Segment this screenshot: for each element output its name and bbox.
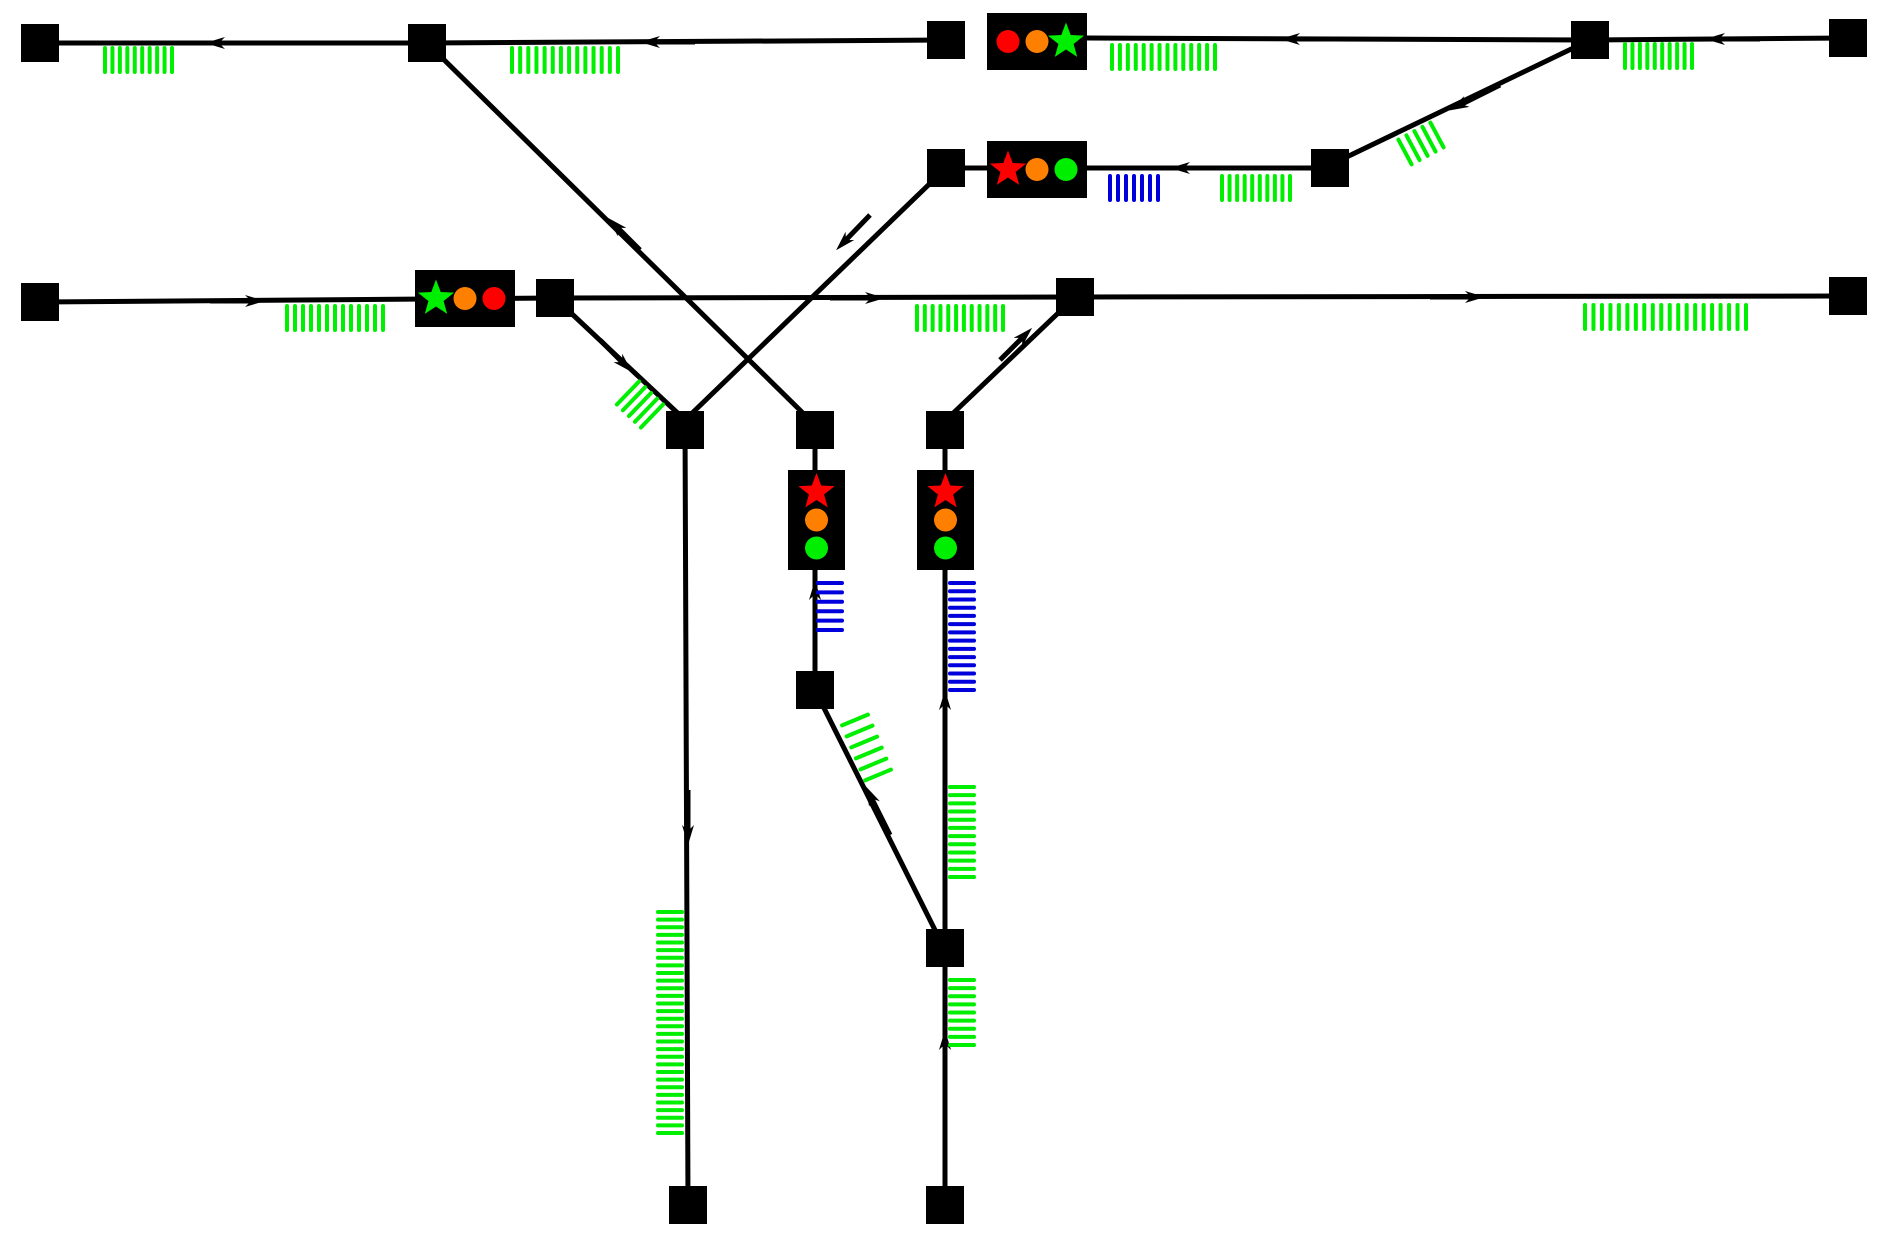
occupancy-block-crossover bbox=[614, 379, 666, 430]
occupancy-tick bbox=[620, 385, 648, 413]
track-node bbox=[1829, 277, 1867, 315]
track-node bbox=[927, 149, 965, 187]
direction-arrow bbox=[598, 338, 633, 373]
occupancy-tick bbox=[853, 745, 884, 761]
green-aspect-lamp bbox=[1054, 158, 1078, 181]
amber-aspect-lamp bbox=[1025, 158, 1049, 181]
occupancy-tick bbox=[1412, 129, 1430, 158]
reserved-block-branch bbox=[1108, 174, 1160, 202]
amber-aspect-lamp bbox=[805, 508, 828, 532]
amber-aspect-lamp bbox=[934, 508, 957, 532]
occupancy-block-diagonal bbox=[840, 712, 893, 783]
occupancy-tick bbox=[632, 396, 660, 424]
occupancy-tick bbox=[840, 712, 870, 728]
occupancy-tick bbox=[1404, 133, 1422, 163]
track-node bbox=[536, 279, 574, 317]
occupancy-tick bbox=[626, 390, 654, 419]
track-node bbox=[926, 929, 964, 967]
signal-vertical-right bbox=[917, 470, 974, 570]
occupancy-block-top-mid bbox=[510, 46, 620, 74]
green-aspect-lamp bbox=[805, 536, 828, 560]
track-node bbox=[1311, 149, 1349, 187]
occupancy-block-branch bbox=[1220, 174, 1292, 202]
track-node bbox=[1056, 278, 1094, 316]
amber-aspect-lamp bbox=[1025, 30, 1049, 53]
occupancy-tick bbox=[1428, 120, 1446, 150]
occupancy-tick bbox=[1420, 124, 1438, 154]
red-aspect-star bbox=[798, 473, 835, 508]
occupancy-tick bbox=[1396, 137, 1414, 167]
occupancy-tick bbox=[849, 734, 880, 750]
track-node bbox=[21, 283, 59, 321]
reserved-block-left-signal bbox=[816, 581, 844, 632]
red-aspect-star bbox=[927, 473, 964, 508]
occupancy-tick bbox=[863, 767, 893, 783]
occupancy-block-diverge bbox=[1396, 120, 1446, 167]
occupancy-block-top-left bbox=[103, 46, 174, 74]
track-node bbox=[1829, 19, 1867, 57]
track-node bbox=[927, 21, 965, 59]
signal-mid-main bbox=[415, 270, 515, 327]
signal-top-main bbox=[987, 13, 1087, 70]
red-aspect-lamp bbox=[482, 287, 506, 310]
track-node bbox=[796, 411, 834, 449]
green-aspect-star bbox=[1047, 22, 1085, 57]
occupancy-block-top-signal bbox=[1110, 43, 1217, 71]
occupancy-tick bbox=[614, 379, 642, 407]
direction-arrows bbox=[205, 33, 1760, 1085]
track-segment bbox=[943, 294, 1078, 423]
occupancy-block-mid-center bbox=[915, 304, 1005, 332]
signal-top-branch bbox=[987, 141, 1087, 198]
track-node bbox=[926, 1186, 964, 1224]
signals bbox=[415, 13, 1087, 570]
green-aspect-lamp bbox=[934, 536, 957, 560]
occupancy-block-mid-left bbox=[285, 304, 385, 332]
track-node bbox=[1571, 21, 1609, 59]
direction-arrow bbox=[1449, 82, 1502, 111]
green-aspect-star bbox=[417, 279, 455, 314]
reserved-block-right-signal bbox=[948, 581, 976, 692]
track-node bbox=[926, 411, 964, 449]
occupancy-tick bbox=[638, 402, 666, 430]
track-node bbox=[666, 411, 704, 449]
direction-arrow bbox=[865, 786, 893, 837]
track-segment bbox=[552, 294, 1078, 301]
occupancy-block-right-lower bbox=[948, 978, 976, 1047]
amber-aspect-lamp bbox=[453, 287, 477, 310]
occupancy-block-top-right bbox=[1623, 42, 1694, 70]
track-node bbox=[408, 24, 446, 62]
track-node bbox=[669, 1186, 707, 1224]
occupancy-indicators bbox=[103, 42, 1748, 1135]
direction-arrow bbox=[998, 327, 1033, 362]
track-nodes bbox=[21, 19, 1867, 1224]
occupancy-tick bbox=[858, 756, 889, 772]
occupancy-block-right-upper bbox=[948, 785, 976, 879]
red-aspect-star bbox=[989, 150, 1027, 185]
occupancy-tick bbox=[844, 723, 875, 739]
track-network bbox=[37, 35, 1851, 1208]
direction-arrow bbox=[836, 213, 872, 251]
track-segment bbox=[682, 165, 949, 423]
track-node bbox=[21, 24, 59, 62]
direction-arrow bbox=[607, 217, 642, 252]
track-node bbox=[796, 671, 834, 709]
signal-vertical-left bbox=[788, 470, 845, 570]
occupancy-block-mid-right bbox=[1583, 303, 1748, 331]
occupancy-block-down-left bbox=[656, 910, 684, 1135]
red-aspect-lamp bbox=[996, 30, 1020, 53]
